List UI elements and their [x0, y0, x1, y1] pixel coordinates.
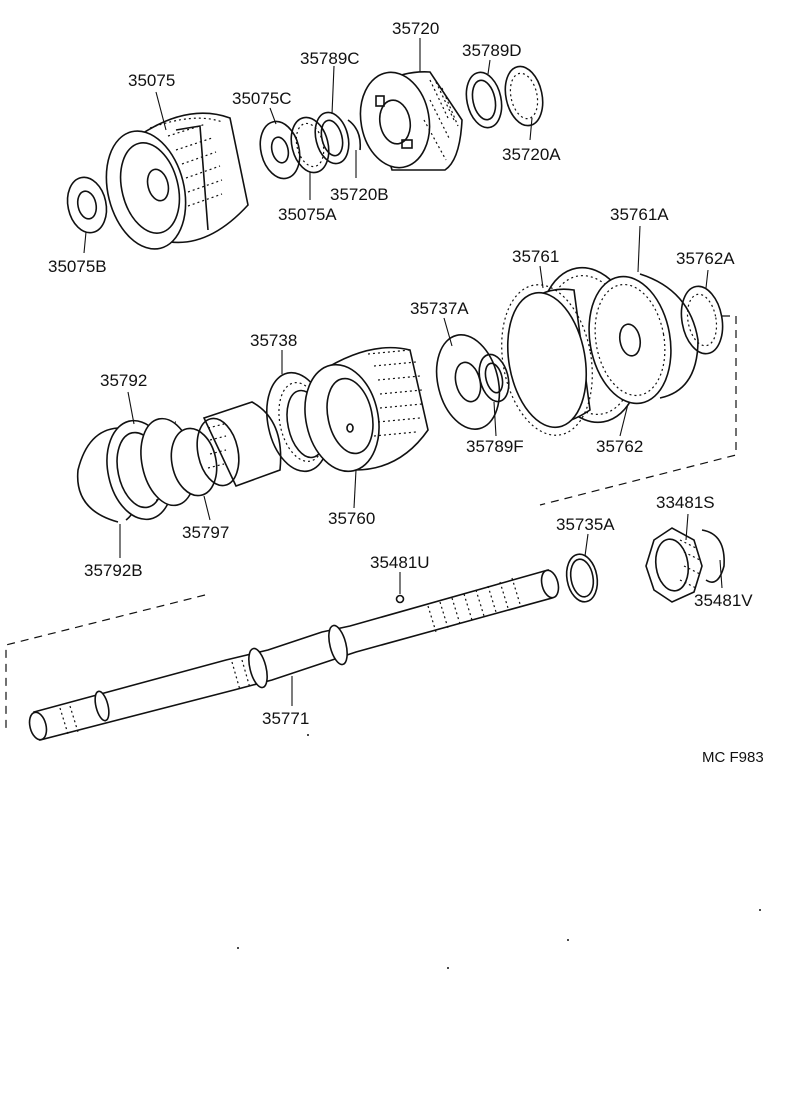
race-35789f [478, 353, 510, 403]
part-label-35789c: 35789C [300, 49, 360, 68]
part-label-35789f: 35789F [466, 437, 524, 456]
washer-35075b [66, 176, 108, 234]
plate-35737a [435, 334, 501, 430]
ball-35481u [395, 594, 405, 604]
washer-35075c [259, 120, 301, 180]
part-label-35481v: 35481V [694, 591, 753, 610]
ring-35735a [565, 553, 599, 603]
part-label-35720b: 35720B [330, 185, 389, 204]
part-label-35720a: 35720A [502, 145, 561, 164]
part-label-35481u: 35481U [370, 553, 430, 572]
nut-33481s [645, 527, 703, 603]
part-label-35762a: 35762A [676, 249, 735, 268]
sleeve-35797 [170, 401, 282, 497]
part-label-35737a: 35737A [410, 299, 469, 318]
bearing-35720a [504, 65, 544, 127]
part-label-35792b: 35792B [84, 561, 143, 580]
bearing-35762a [680, 285, 724, 355]
part-label-35075: 35075 [128, 71, 175, 90]
shaft-35771 [28, 568, 560, 741]
snap-ring-35720b [347, 119, 362, 151]
bearing-35075a [290, 116, 330, 174]
part-label-35735a: 35735A [556, 515, 615, 534]
scan-specks [237, 734, 761, 969]
leader-lines [83, 38, 723, 706]
snap-ring-35761a [639, 273, 699, 399]
part-label-35771: 35771 [262, 709, 309, 728]
part-label-35761a: 35761A [610, 205, 669, 224]
part-label-35789d: 35789D [462, 41, 522, 60]
part-label-35761: 35761 [512, 247, 559, 266]
assembly-boundary-right [539, 315, 737, 506]
part-label-35075c: 35075C [232, 89, 292, 108]
planetary-35762 [588, 275, 672, 405]
clutch-drum-35075 [105, 112, 249, 250]
part-label-33481s: 33481S [656, 493, 715, 512]
part-label-35762: 35762 [596, 437, 643, 456]
race-35789d [465, 71, 503, 129]
part-label-35075b: 35075B [48, 257, 107, 276]
diagram-code: MC F983 [702, 749, 764, 766]
part-label-35760: 35760 [328, 509, 375, 528]
part-label-35797: 35797 [182, 523, 229, 542]
sun-gear-drum-35760 [304, 346, 429, 473]
part-label-35720: 35720 [392, 19, 439, 38]
part-label-35075a: 35075A [278, 205, 337, 224]
planetary-carrier-35720 [359, 71, 463, 171]
snap-ring-35481v [701, 529, 725, 583]
race-35789c [314, 111, 350, 165]
part-label-35792: 35792 [100, 371, 147, 390]
part-label-35738: 35738 [250, 331, 297, 350]
